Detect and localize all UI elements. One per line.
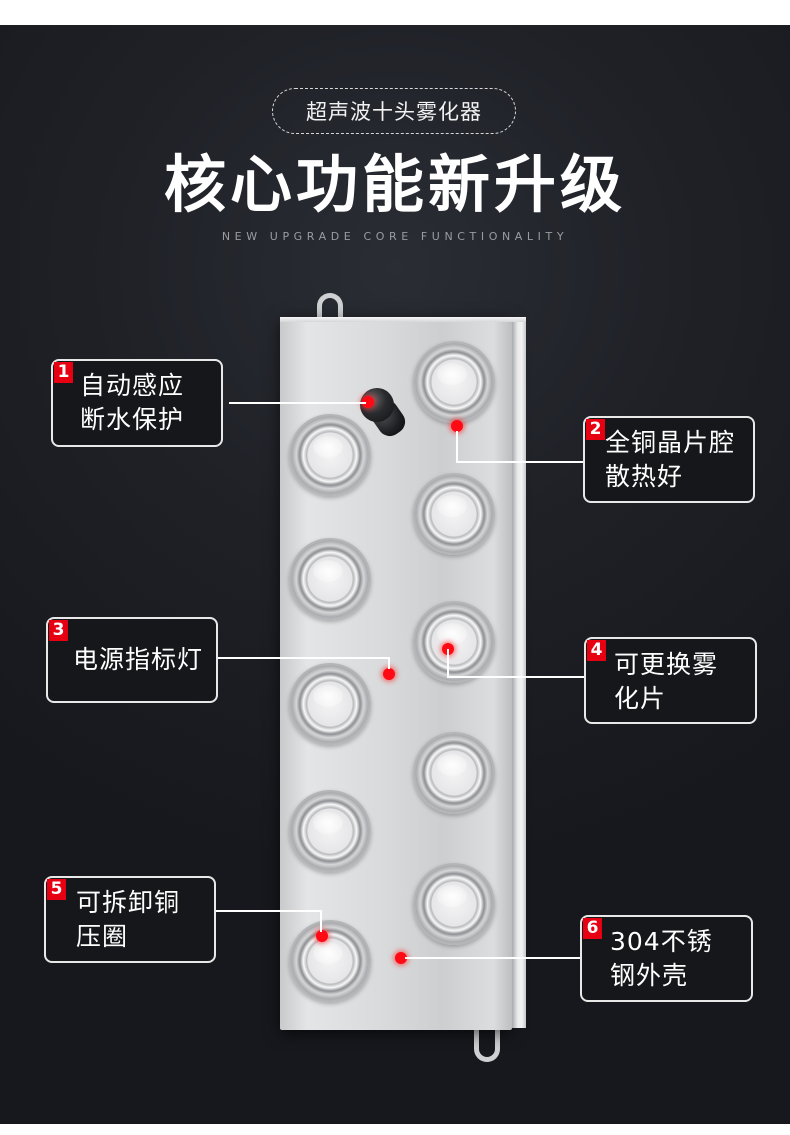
page-title: 核心功能新升级 [163,148,626,221]
callout-stainless-shell: 6 304不锈 钢外壳 [580,915,753,1002]
connector-line-4-h [447,676,585,678]
connector-line-2-v [456,431,458,462]
nozzle-icon [289,790,371,872]
callout-number-badge: 5 [47,879,66,900]
callout-text: 可拆卸铜 压圈 [76,888,181,951]
atomizer-panel-edge [280,317,526,322]
marker-dot-5 [316,930,328,942]
callout-number-badge: 3 [49,620,68,641]
callout-auto-shutoff: 1 自动感应 断水保护 [51,359,223,447]
callout-text: 自动感应 断水保护 [80,371,185,434]
connector-line-6 [405,957,581,959]
callout-text: 全铜晶片腔 散热好 [605,428,736,491]
feature-banner: 超声波十头雾化器 核心功能新升级 NEW UPGRADE CORE FUNCTI… [0,25,790,1124]
connector-line-2-h [456,461,585,463]
atomizer-panel-side [512,322,526,1028]
nozzle-icon [413,473,495,555]
nozzle-icon [413,341,495,423]
callout-number-badge: 4 [587,640,606,661]
marker-dot-1 [362,396,374,408]
callout-text: 304不锈 钢外壳 [610,927,713,990]
connector-line-3-v [388,657,390,669]
marker-dot-6 [395,952,407,964]
callout-text: 可更换雾 化片 [614,650,719,713]
nozzle-icon [289,414,371,496]
page-subtitle: NEW UPGRADE CORE FUNCTIONALITY [221,230,569,243]
marker-dot-3 [383,668,395,680]
connector-line-5-v [320,910,322,932]
callout-number-badge: 2 [586,419,605,440]
callout-power-indicator: 3 电源指标灯 [46,617,218,703]
connector-line-5-h [215,910,322,912]
nozzle-icon [413,863,495,945]
nozzle-icon [413,601,495,683]
mounting-hook-top [317,293,343,323]
callout-replaceable-disc: 4 可更换雾 化片 [584,637,757,724]
connector-line-3-h [216,657,389,659]
nozzle-icon [289,920,371,1002]
nozzle-icon [413,732,495,814]
mounting-hook-bottom [474,1030,500,1062]
marker-dot-2 [451,420,463,432]
connector-line-4-v [447,649,449,677]
callout-number-badge: 6 [583,918,602,939]
product-tag-text: 超声波十头雾化器 [306,100,482,124]
nozzle-icon [289,663,371,745]
product-tag-pill: 超声波十头雾化器 [272,88,516,134]
callout-removable-ring: 5 可拆卸铜 压圈 [44,876,216,963]
connector-line-1 [229,402,366,404]
callout-text: 电源指标灯 [73,645,204,674]
callout-number-badge: 1 [54,362,73,383]
callout-copper-chamber: 2 全铜晶片腔 散热好 [583,416,755,503]
nozzle-icon [289,538,371,620]
